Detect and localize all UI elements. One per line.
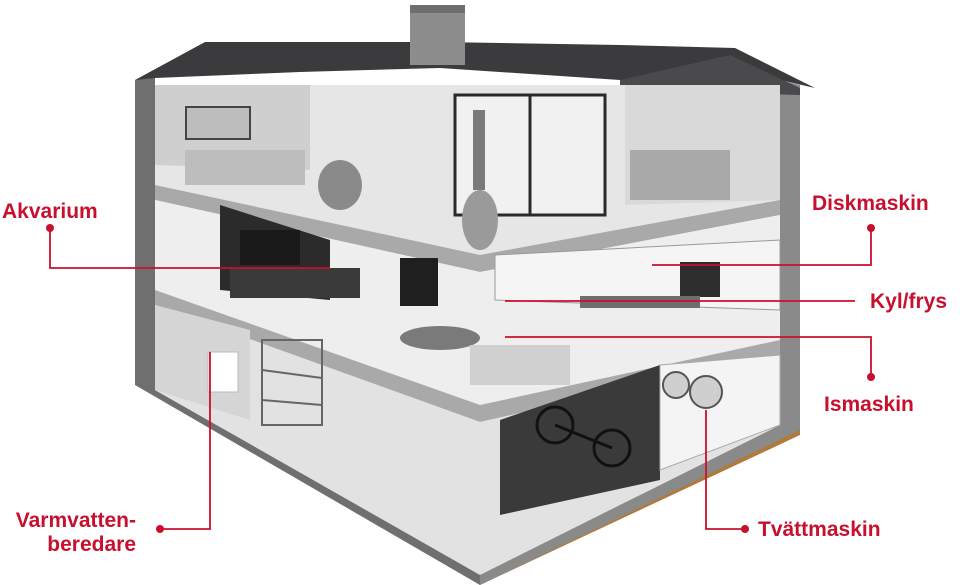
garage [500, 365, 660, 515]
leader-lines [49, 228, 872, 530]
upper-floor-slab [155, 185, 780, 272]
dot-varmvatten [156, 525, 164, 533]
leader-varmvatten [160, 352, 211, 530]
label-tvattmaskin: Tvättmaskin [758, 518, 881, 541]
picture-frame [185, 106, 251, 140]
leader-ismaskin [505, 336, 872, 377]
leader-diskmaskin [652, 228, 872, 266]
label-akvarium: Akvarium [2, 200, 98, 223]
basement-room [155, 305, 780, 575]
label-kyl-frys: Kyl/frys [870, 290, 948, 313]
tv-bench-aquarium [230, 268, 360, 298]
dot-akvarium [46, 224, 54, 232]
stove-pipe [473, 110, 485, 190]
sofa [470, 345, 570, 385]
oven [680, 262, 720, 297]
laundry-area [659, 354, 781, 471]
dining-table [580, 296, 700, 308]
dot-diskmaskin [867, 224, 875, 232]
tv [240, 230, 300, 265]
shelving [261, 339, 323, 426]
left-exterior-wall [135, 75, 480, 585]
stove [462, 190, 498, 250]
label-diskmaskin: Diskmaskin [812, 192, 929, 215]
bed-left [185, 150, 305, 185]
bicycle-wheel-rear [535, 405, 575, 445]
washing-machine [689, 375, 723, 409]
leader-akvarium [49, 228, 330, 269]
coffee-table [400, 326, 480, 350]
dot-tvattmaskin [741, 525, 749, 533]
chimney [410, 5, 465, 65]
bicycle-wheel-front [592, 428, 632, 468]
plant [318, 160, 362, 210]
label-varmvatten-line1: Varmvatten- [15, 509, 136, 532]
label-ismaskin: Ismaskin [824, 393, 914, 416]
dot-ismaskin [867, 373, 875, 381]
leader-dots [46, 224, 875, 533]
fireplace [400, 258, 438, 306]
right-exterior-wall [480, 80, 800, 585]
bed-right [630, 150, 730, 200]
label-varmvattenberedare: Varmvatten- beredare [4, 509, 136, 557]
leader-tvattmaskin [705, 410, 745, 530]
water-heater [207, 351, 239, 393]
label-varmvatten-line2: beredare [47, 533, 136, 556]
